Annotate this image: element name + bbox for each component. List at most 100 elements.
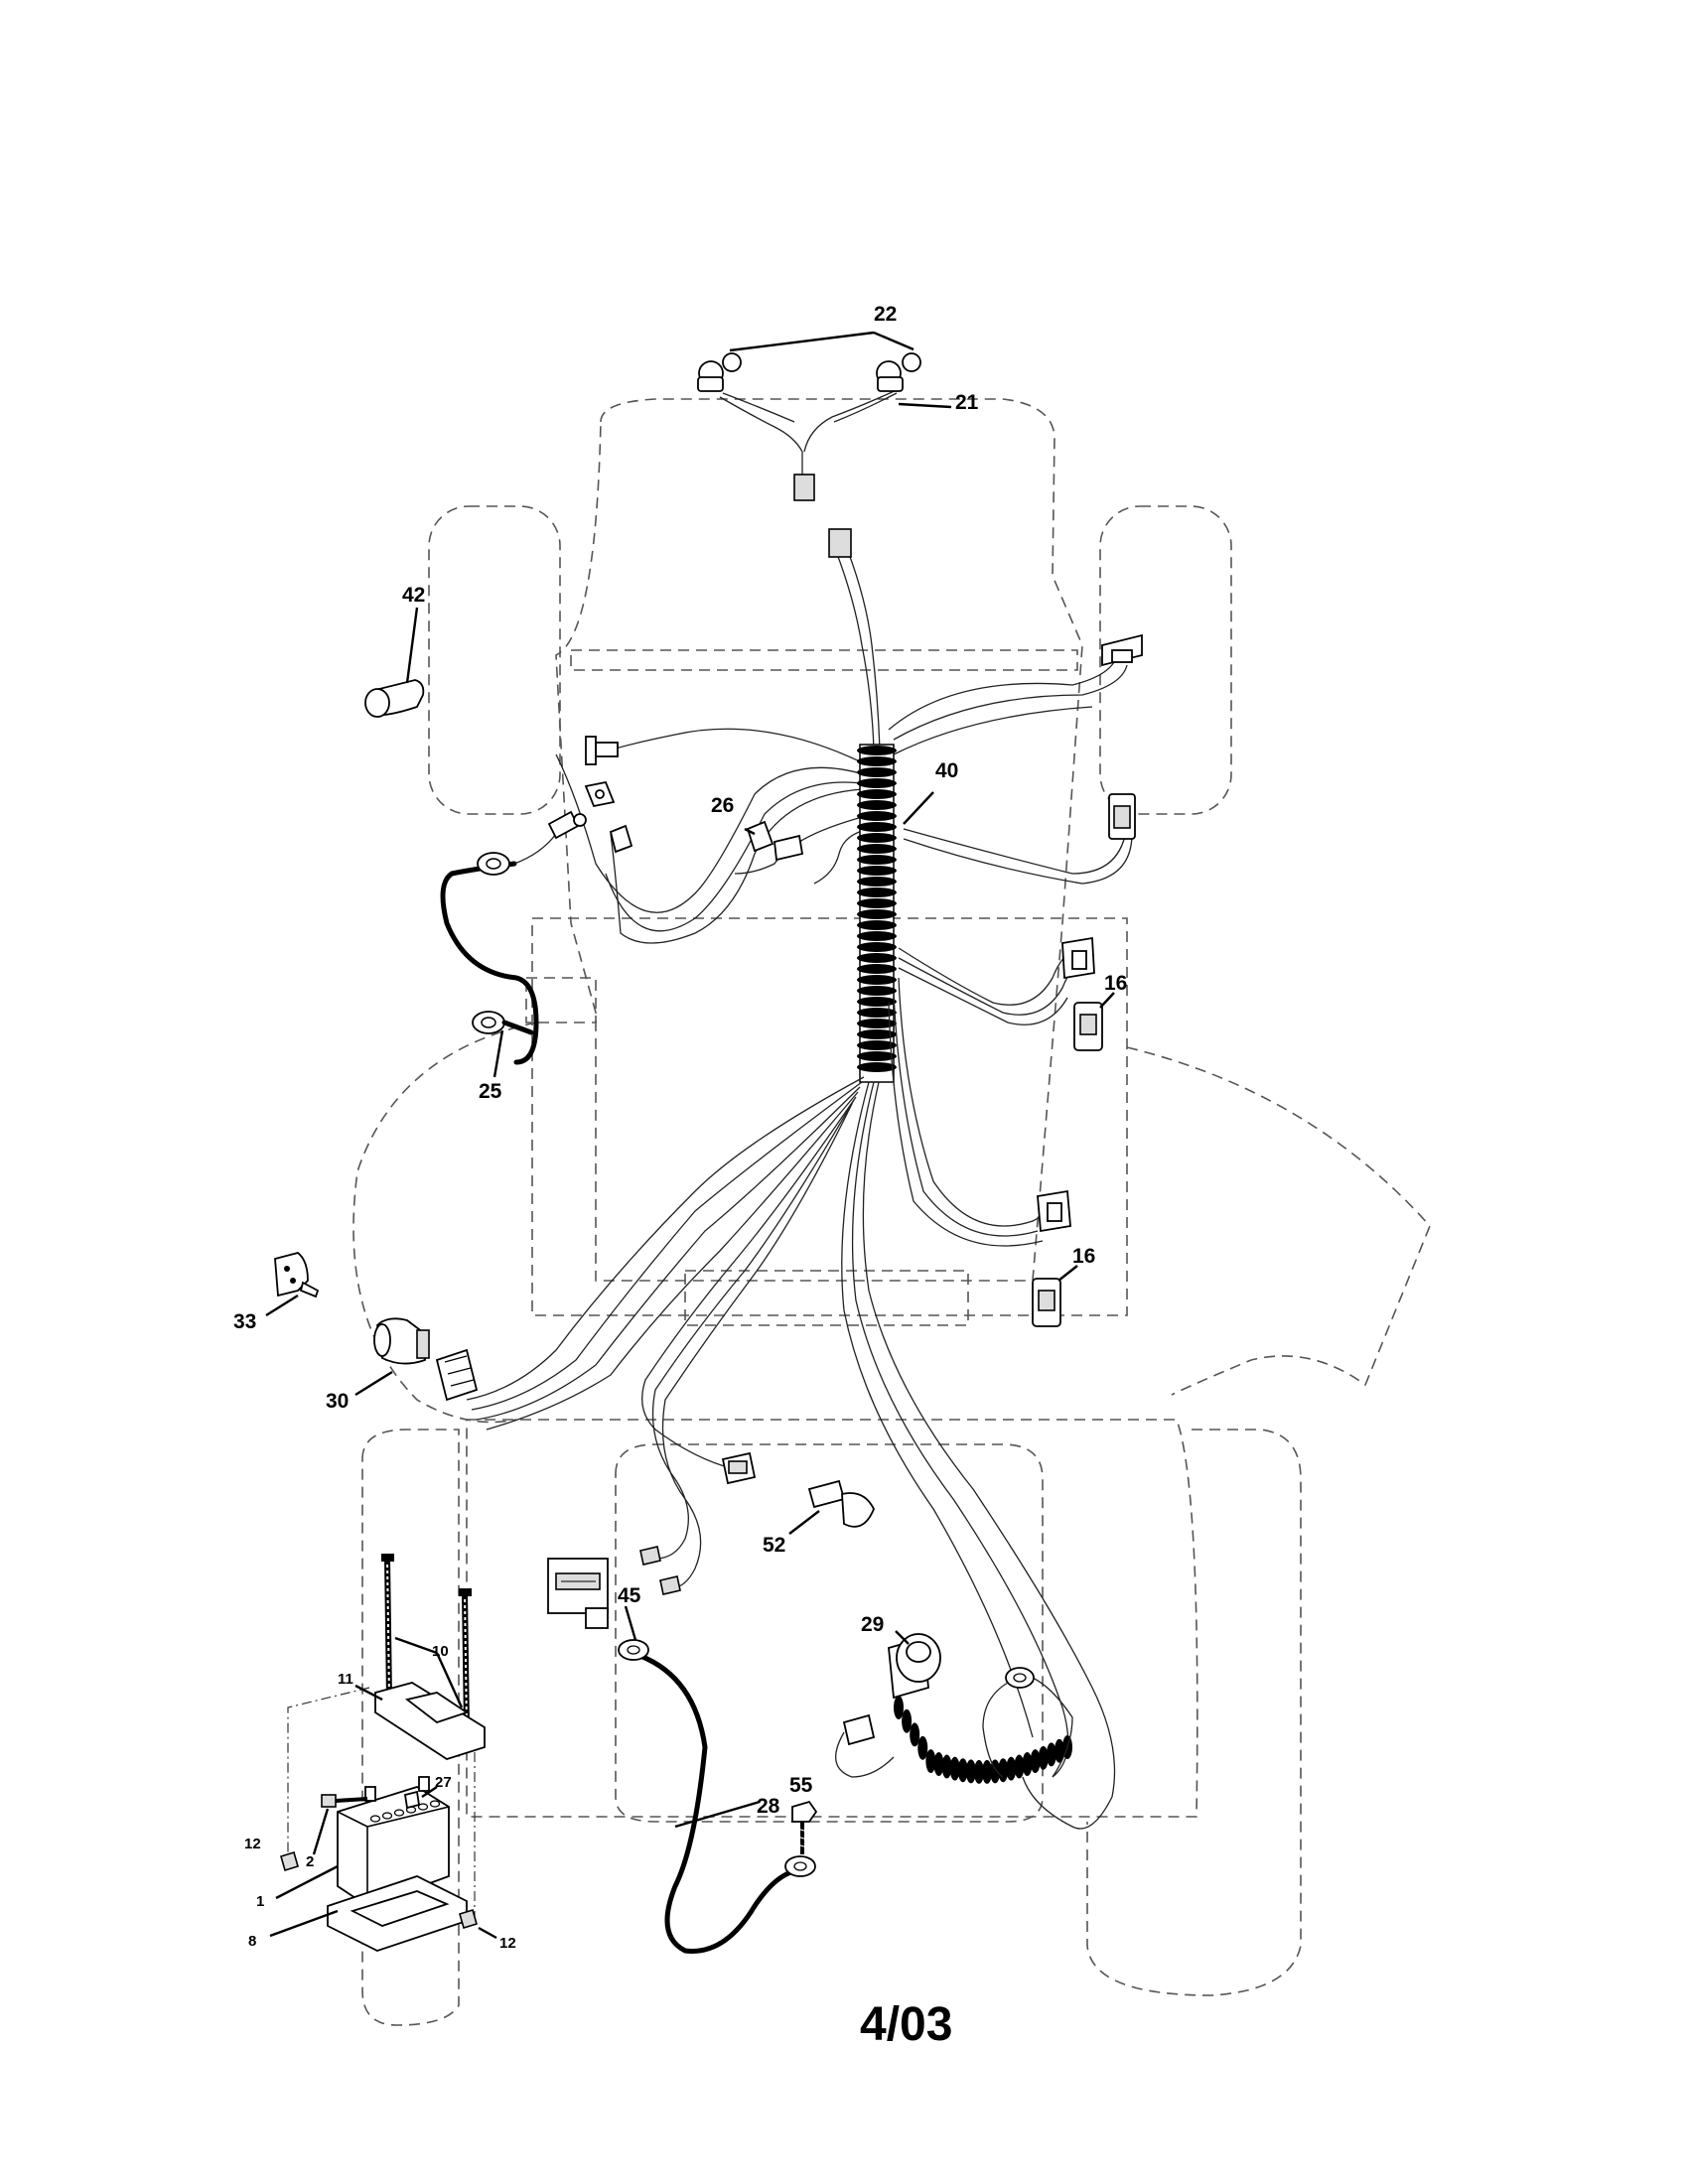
seat-switch-connector [1061, 936, 1095, 980]
headlight-connector [793, 474, 815, 501]
battery-nut [403, 1786, 438, 1810]
coil-ring [933, 1752, 944, 1777]
callout-2: 2 [306, 1853, 314, 1870]
left-fender-outline [352, 1022, 537, 1424]
spiral-wrap-sleeve [857, 744, 897, 1083]
rear-inner-outline [615, 1443, 1044, 1823]
spiral-ring [857, 1019, 897, 1028]
callout-1: 1 [256, 1893, 264, 1910]
coil-ring [949, 1756, 960, 1781]
tractor-outline [352, 398, 1431, 2026]
battery-cable-ring-bottom [784, 1855, 816, 1877]
spiral-ring [857, 953, 897, 963]
spiral-ring [857, 920, 897, 930]
callout-40: 40 [935, 759, 958, 782]
fuse-holder [746, 820, 804, 862]
rear-body-outline [466, 1419, 1198, 1818]
callout-52: 52 [763, 1534, 785, 1557]
cable-connector [547, 810, 587, 840]
callout-55: 55 [789, 1774, 813, 1797]
coiled-lead-connector [842, 1713, 876, 1746]
rear-harness-connector [721, 1451, 757, 1485]
hold-down-rods [381, 1554, 472, 1728]
spiral-ring [857, 767, 897, 777]
battery-assembly [269, 1554, 497, 1952]
tray-nut-left [280, 1850, 299, 1872]
battery-tray [327, 1875, 468, 1952]
coil-ring [957, 1758, 968, 1783]
callout-28: 28 [757, 1795, 780, 1818]
battery-cell-cap [381, 1812, 393, 1820]
coil-ring [965, 1759, 976, 1784]
callout-12-right: 12 [499, 1935, 516, 1952]
coil-ring [973, 1759, 984, 1784]
callout-16-lower: 16 [1072, 1245, 1095, 1268]
steering-column-outline [525, 977, 597, 1024]
ignition-plug [435, 1348, 479, 1402]
spiral-ring [857, 997, 897, 1007]
frame-outline [531, 917, 1128, 1316]
coil-ring [1022, 1752, 1033, 1777]
pto-switch-terminals [639, 1546, 681, 1595]
coil-ring [941, 1754, 952, 1779]
spiral-ring [857, 866, 897, 876]
headlight-harness [697, 331, 952, 501]
callout-27: 27 [435, 1774, 452, 1791]
callout-10: 10 [432, 1643, 449, 1660]
coil-ring [1030, 1749, 1041, 1774]
front-axle-outline [570, 649, 1078, 671]
interlock-switch-lower [1032, 1265, 1078, 1327]
spiral-ring [857, 877, 897, 887]
coil-ring [902, 1708, 913, 1733]
coil-ring [998, 1758, 1009, 1783]
left-rear-wheel-outline [361, 1429, 460, 2026]
callout-42: 42 [402, 584, 425, 607]
spiral-ring [857, 778, 897, 788]
callout-21: 21 [955, 391, 979, 414]
coil-ring [1038, 1745, 1049, 1770]
interlock-switch-upper [1073, 992, 1115, 1051]
ring-terminal-lower [472, 1011, 505, 1034]
headlight-bulb-left [697, 352, 742, 392]
left-connector-mid [584, 780, 616, 808]
battery-cable [618, 1605, 816, 1954]
spiral-ring [857, 789, 897, 799]
hold-down-bracket [354, 1682, 486, 1760]
hour-meter [547, 1558, 609, 1629]
coil-ring [925, 1749, 936, 1774]
left-connector-low [609, 824, 633, 854]
callout-26: 26 [711, 794, 734, 817]
date-code: 4/03 [860, 1998, 952, 2051]
callout-45: 45 [618, 1584, 641, 1607]
main-wire-harness [466, 528, 1143, 1830]
coil-ring [982, 1759, 993, 1784]
ground-bolt [791, 1800, 818, 1854]
left-front-wheel-outline [428, 505, 561, 815]
ignition-switch [354, 1317, 479, 1402]
ring-terminal-upper [477, 852, 510, 876]
hood-outline [555, 398, 1083, 1282]
battery-cell-cap [393, 1809, 405, 1817]
seat-outline [684, 1270, 969, 1326]
spiral-ring [857, 811, 897, 821]
spiral-ring [857, 833, 897, 843]
brake-switch-connector [1037, 1189, 1071, 1233]
spiral-ring [857, 844, 897, 854]
lamp-socket [788, 1479, 875, 1535]
battery-cable-ring-top [618, 1639, 649, 1661]
spiral-ring [857, 909, 897, 919]
spiral-ring [857, 800, 897, 810]
tray-nut-right [459, 1908, 497, 1940]
coiled-lead [835, 1667, 1073, 1784]
battery-cell-cap [369, 1815, 381, 1823]
spiral-ring [857, 855, 897, 865]
starter-solenoid [888, 1630, 941, 1700]
spiral-ring [857, 964, 897, 974]
spiral-ring [857, 746, 897, 755]
spiral-ring [857, 1040, 897, 1050]
spiral-ring [857, 1029, 897, 1039]
spiral-ring [857, 1062, 897, 1072]
right-front-wheel-outline [1099, 505, 1232, 815]
spiral-ring [857, 1008, 897, 1018]
